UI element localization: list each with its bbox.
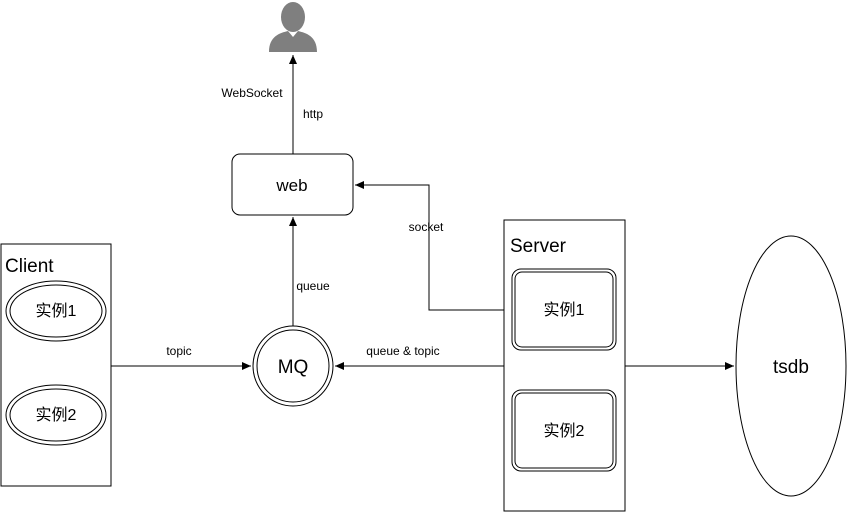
server-instance-2[interactable]: 实例2: [511, 389, 617, 472]
server-instance-1[interactable]: 实例1: [511, 268, 617, 351]
mq-node[interactable]: MQ: [252, 325, 334, 407]
tsdb-label: tsdb: [773, 357, 809, 378]
client-title: Client: [5, 256, 54, 277]
server-title: Server: [510, 236, 567, 257]
client-instance-1[interactable]: 实例1: [5, 280, 107, 342]
server-instance-2-label: 实例2: [544, 422, 585, 440]
server-instance-1-label: 实例1: [544, 301, 585, 319]
client-instance-2[interactable]: 实例2: [5, 384, 107, 446]
edge-label-http: http: [303, 107, 323, 121]
edge-label-queue: queue: [296, 279, 330, 293]
edge-label-socket: socket: [409, 220, 444, 234]
web-node[interactable]: web: [231, 153, 354, 216]
edge-label-queue-topic: queue & topic: [366, 344, 439, 358]
client-container: Client 实例1 实例2: [0, 243, 112, 487]
web-label: web: [275, 176, 307, 195]
user-icon: [269, 2, 317, 52]
client-instance-1-label: 实例1: [36, 302, 77, 320]
edge-label-websocket: WebSocket: [221, 86, 283, 100]
client-instance-2-label: 实例2: [36, 406, 77, 424]
edge-label-topic: topic: [166, 344, 191, 358]
tsdb-node[interactable]: tsdb: [735, 235, 847, 497]
server-container: Server 实例1 实例2: [503, 219, 626, 512]
mq-label: MQ: [278, 357, 309, 378]
edge-server-to-web: [355, 181, 504, 311]
